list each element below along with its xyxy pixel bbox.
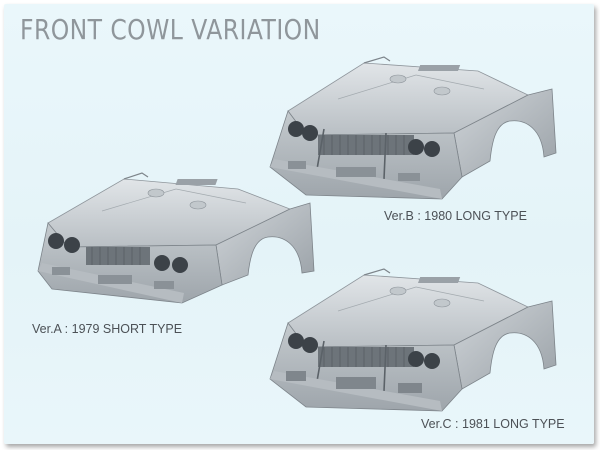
cowl-render-ver-b — [269, 56, 557, 200]
page-title: FRONT COWL VARIATION — [20, 13, 321, 46]
caption-ver-a: Ver.A : 1979 SHORT TYPE — [32, 322, 183, 336]
illustration-card: FRONT COWL VARIATION — [4, 4, 594, 444]
caption-ver-b: Ver.B : 1980 LONG TYPE — [384, 209, 527, 223]
cowl-render-ver-a — [37, 172, 315, 304]
caption-ver-c: Ver.C : 1981 LONG TYPE — [421, 417, 565, 431]
cowl-render-ver-c — [269, 268, 557, 412]
